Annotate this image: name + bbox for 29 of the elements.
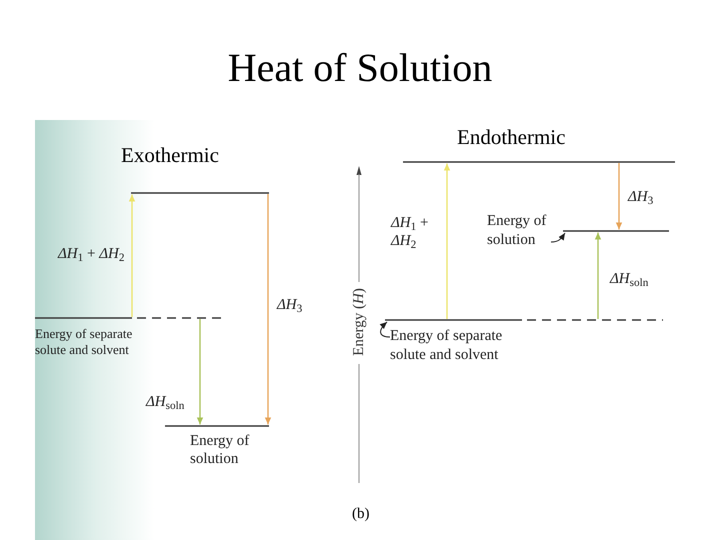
edge-label: ΔH$_{1}$ + ΔH$_{2}$ — [58, 245, 124, 263]
arrow — [594, 232, 602, 319]
energy-level-line — [165, 425, 269, 427]
level-label: Energy of solution — [487, 212, 551, 250]
panel-heading: Exothermic — [121, 143, 219, 168]
title: Heat of Solution — [228, 44, 492, 92]
arrow — [128, 194, 136, 317]
level-caption: Energy of solution — [190, 432, 250, 469]
energy-level-line — [403, 161, 675, 163]
level-label: Energy of separate solute and solvent — [390, 327, 510, 365]
panel-letter: (b) — [352, 505, 370, 523]
edge-label: ΔH$_{3}$ — [628, 188, 654, 206]
leader-arrow — [380, 322, 390, 338]
arrow — [264, 194, 272, 424]
panel-heading: Endothermic — [457, 125, 566, 150]
arrow — [616, 163, 622, 230]
energy-level-line — [385, 319, 663, 321]
edge-label: ΔH$_{1}$ + ΔH$_{2}$ — [391, 214, 430, 250]
arrow — [444, 164, 450, 319]
leader-arrow — [550, 232, 566, 242]
axis-label: Energy (H) — [350, 288, 368, 356]
edge-label: ΔH$_{3}$ — [277, 296, 302, 314]
arrow — [196, 319, 204, 424]
energy-level-line — [131, 192, 269, 194]
energy-level-line — [563, 230, 669, 232]
edge-label: ΔH$_{soln}$ — [146, 393, 184, 411]
edge-label: ΔH$_{soln}$ — [610, 270, 648, 288]
energy-level-line — [35, 317, 222, 319]
level-caption: Energy of separate solute and solvent — [35, 326, 134, 358]
